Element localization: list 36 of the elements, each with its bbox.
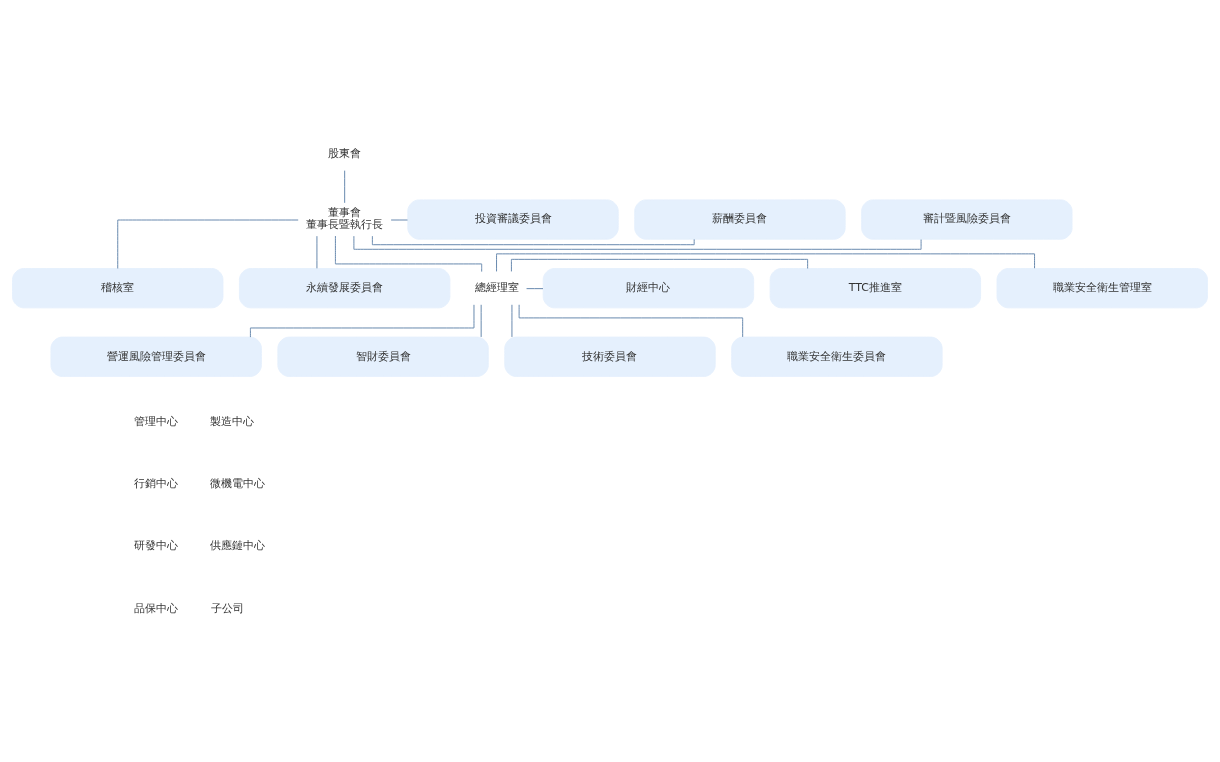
node-box: 技術委員會 (504, 336, 716, 377)
connector (249, 303, 475, 338)
node-box: 職業安全衛生委員會 (731, 336, 943, 377)
connector (518, 303, 744, 337)
connector (353, 235, 922, 250)
node-box: 智財委員會 (277, 336, 489, 377)
node-text: 總經理室 (474, 280, 519, 294)
node-box: 稽核室 (12, 267, 224, 308)
node-box: 財經中心 (542, 267, 755, 308)
connector (117, 219, 299, 269)
label: 子公司 (211, 601, 245, 615)
connector (344, 169, 346, 203)
label: 管理中心 (134, 414, 179, 428)
connector (511, 303, 513, 337)
connector (316, 235, 318, 269)
node-box: 薪酬委員會 (634, 198, 846, 240)
label: 研發中心 (134, 538, 179, 552)
label: 製造中心 (210, 414, 255, 428)
node-text: 董事會 董事長暨執行長 (306, 205, 384, 231)
node-box: 投資審議委員會 (407, 198, 619, 240)
label: 供應鏈中心 (210, 538, 266, 552)
label: 微機電中心 (210, 476, 266, 490)
connector (480, 303, 482, 337)
label: 品保中心 (134, 601, 179, 615)
node-box: 營運風險管理委員會 (50, 336, 262, 377)
connector (526, 287, 544, 289)
connector (390, 219, 408, 220)
label: 行銷中心 (134, 476, 179, 490)
connector (371, 235, 695, 245)
node-box: 永續發展委員會 (239, 267, 451, 308)
node-text: 股東會 (328, 146, 362, 160)
node-box: 審計暨風險委員會 (861, 198, 1073, 240)
node-box: 職業安全衛生管理室 (996, 267, 1208, 308)
node-box: TTC推進室 (769, 267, 981, 308)
connector (510, 258, 809, 272)
connector (334, 235, 483, 272)
